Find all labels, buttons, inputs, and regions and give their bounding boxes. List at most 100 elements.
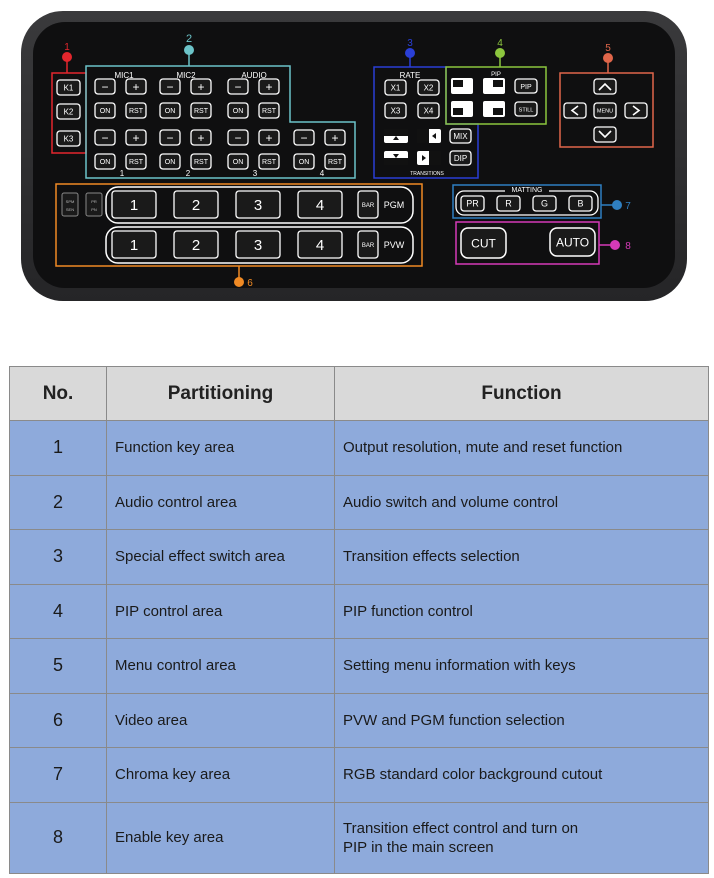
pgm-input-1-key[interactable] [111,190,157,219]
pvw-input-1-key[interactable] [111,230,157,259]
audio-rst-key[interactable] [258,102,280,119]
ch1-on-key[interactable] [94,153,116,170]
wipe-left-icon [417,129,429,143]
ch4-minus-key[interactable] [293,129,315,146]
cut-key[interactable] [460,227,507,259]
zone4-outline [445,66,547,125]
k3-key[interactable] [56,130,81,147]
pip-key[interactable] [514,78,538,94]
menu-label: MENU [597,109,613,115]
mic2-on-key[interactable] [159,102,181,119]
pgm-input-4-key[interactable] [297,190,343,219]
ch2-plus-key[interactable] [190,129,212,146]
ch2-on-key[interactable] [159,153,181,170]
dip-key[interactable] [449,150,472,166]
mic2-plus-label: + [197,80,204,94]
control-panel-diagram: 1 2 3 4 5 6 7 8 K1 K2 K [0,0,714,320]
row-function: Transition effect control and turn on PI… [334,801,709,874]
audio-plus-key[interactable] [258,78,280,95]
ch3-on-key[interactable] [227,153,249,170]
pvw-bar-key[interactable] [357,230,379,259]
zone7-number: 7 [625,201,631,212]
menu-up-key[interactable] [593,78,617,95]
pgm-bar-label: BAR [362,203,375,209]
ch1-rst-key[interactable] [125,153,147,170]
mic2-rst-key[interactable] [190,102,212,119]
ch2-rst-key[interactable] [190,153,212,170]
row-number: 7 [9,747,107,803]
mic1-rst-key[interactable] [125,102,147,119]
pgm-bar-key[interactable] [357,190,379,219]
menu-right-key[interactable] [624,102,648,119]
menu-down-key[interactable] [593,126,617,143]
pip-bottom-left-icon [453,108,463,115]
ch3-plus-key[interactable] [258,129,280,146]
side-left-key[interactable] [61,192,79,217]
ch4-plus-key[interactable] [324,129,346,146]
ch2-minus-key[interactable] [159,129,181,146]
rate-x1-key[interactable] [384,79,407,96]
ch3-rst-key[interactable] [258,153,280,170]
row-partitioning: Enable key area [106,801,335,874]
mic1-plus-label: + [132,80,139,94]
ch2-on-label: ON [165,159,176,166]
chevron-left-icon [570,105,579,116]
rate-x3-key[interactable] [384,102,407,119]
auto-key[interactable] [549,227,596,257]
mic1-plus-key[interactable] [125,78,147,95]
pgm-input-4-label: 4 [316,197,324,214]
mix-label: MIX [453,132,468,141]
audio-minus-key[interactable] [227,78,249,95]
menu-left-key[interactable] [563,102,587,119]
matting-2-key[interactable] [532,195,557,212]
matting-3-key[interactable] [568,195,593,212]
mic2-plus-key[interactable] [190,78,212,95]
row-function: Audio switch and volume control [334,474,709,530]
mic1-on-key[interactable] [94,102,116,119]
pip-bottom-right-icon [493,108,503,115]
pgm-input-3-key[interactable] [235,190,281,219]
rate-x2-key[interactable] [417,79,440,96]
chevron-up-icon [598,82,612,91]
k1-key[interactable] [56,79,81,96]
dip-label: DIP [454,154,467,163]
mic2-minus-key[interactable] [159,78,181,95]
rate-group: RATE X1 X2 X3 X4 [384,71,440,119]
zone8-number: 8 [625,241,631,252]
pvw-input-3-key[interactable] [235,230,281,259]
pvw-input-4-key[interactable] [297,230,343,259]
menu-key[interactable] [593,102,617,119]
table-row: 3 Special effect switch area Transition … [9,529,709,585]
matting-0-key[interactable] [460,195,485,212]
ch3-rst-label: RST [262,159,277,166]
pvw-bus-outline [105,226,414,264]
zone3-number: 3 [407,38,413,49]
ch3-plus-label: + [265,131,272,145]
ch3-minus-key[interactable] [227,129,249,146]
row-partitioning: Function key area [106,420,335,476]
k1-key-label: K1 [64,84,74,93]
k2-key[interactable] [56,103,81,120]
rate-x4-key[interactable] [417,102,440,119]
ch1-minus-key[interactable] [94,129,116,146]
ch4-rst-key[interactable] [324,153,346,170]
pvw-input-2-key[interactable] [173,230,219,259]
enable-group: CUT AUTO [460,227,596,259]
ch1-plus-key[interactable] [125,129,147,146]
ch4-on-key[interactable] [293,153,315,170]
ch4-plus-label: + [331,131,338,145]
side-right-key[interactable] [85,192,103,217]
matting-3-label: B [577,199,583,209]
still-key[interactable] [514,101,538,117]
row-number: 6 [9,692,107,748]
pgm-input-2-key[interactable] [173,190,219,219]
mix-key[interactable] [449,128,472,144]
mic1-minus-key[interactable] [94,78,116,95]
matting-1-key[interactable] [496,195,521,212]
pip-top-left-icon [453,80,463,87]
audio-on-key[interactable] [227,102,249,119]
